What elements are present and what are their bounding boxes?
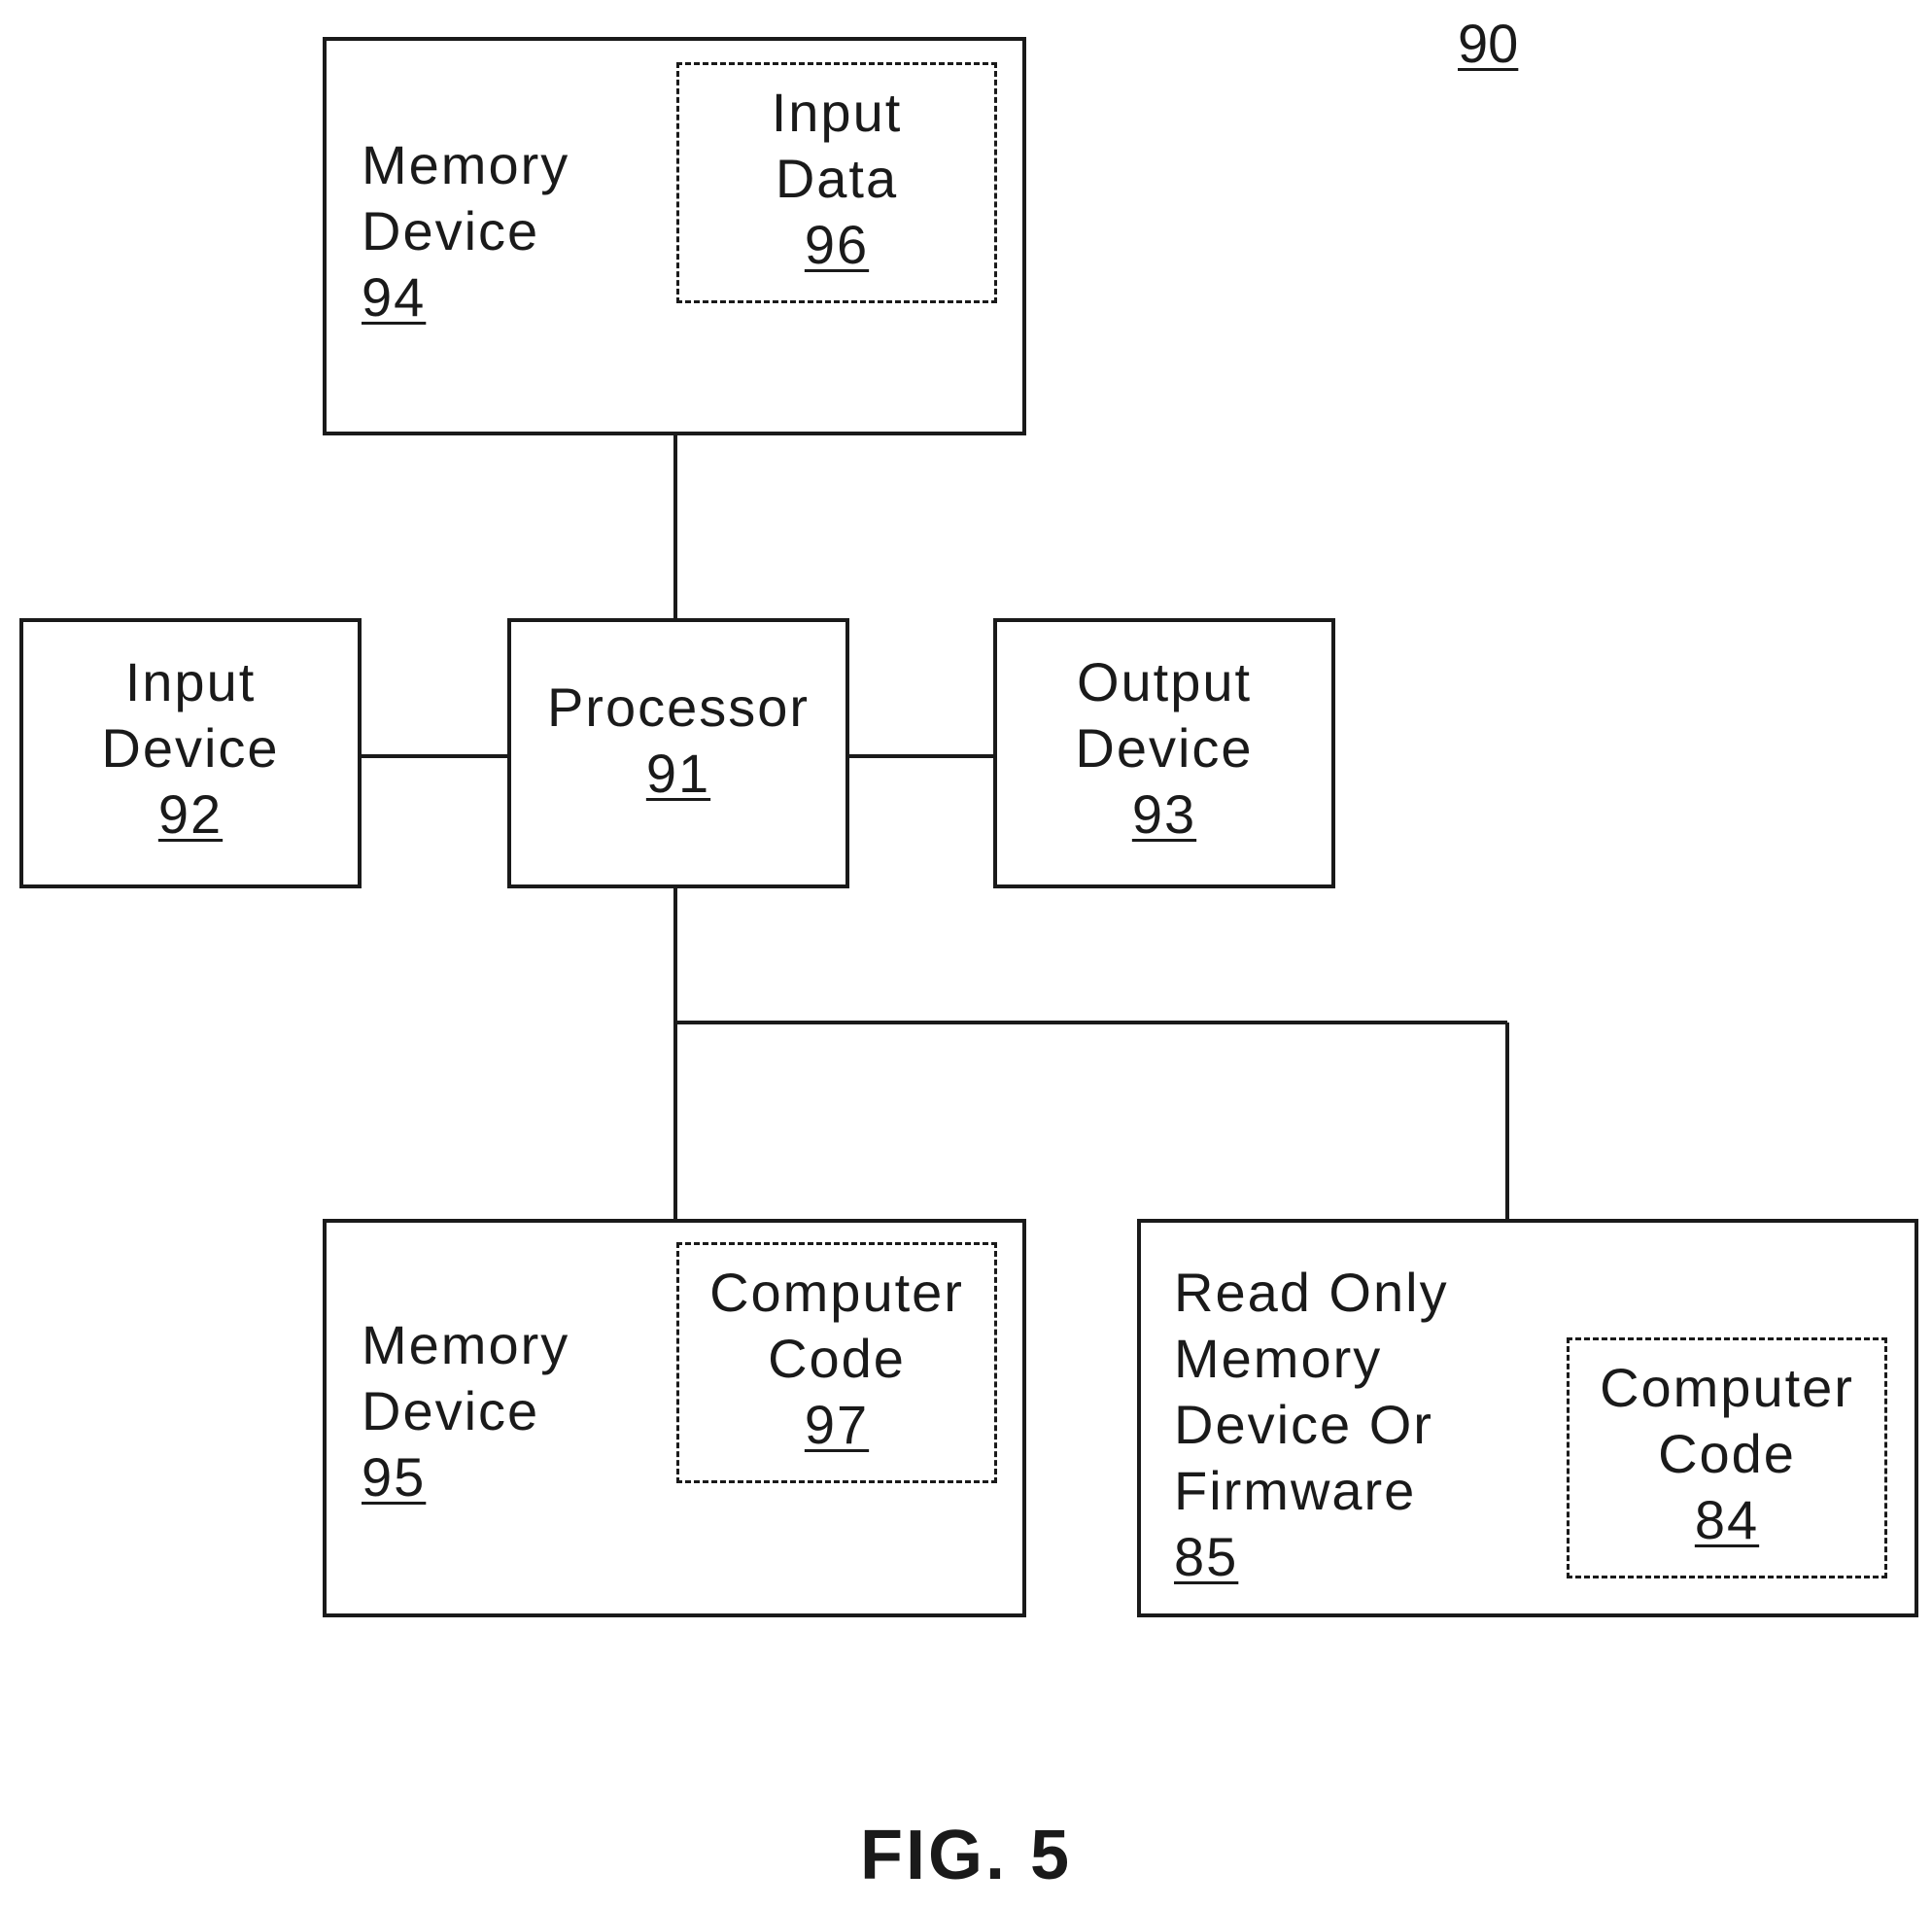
rom-firmware-85-ref: 85: [1174, 1524, 1238, 1590]
rom-firmware-85-line4: Firmware: [1174, 1458, 1449, 1524]
computer-code-84-line2: Code: [1567, 1421, 1887, 1487]
rom-firmware-85-line2: Memory: [1174, 1326, 1449, 1392]
memory-device-95-line2: Device: [362, 1378, 569, 1444]
computer-code-97-line2: Code: [676, 1326, 997, 1392]
input-data-96-line1: Input: [676, 80, 997, 146]
input-device-92-line1: Input: [19, 649, 362, 715]
processor-91-line1: Processor: [507, 675, 849, 741]
memory-device-94-label: Memory Device 94: [362, 132, 569, 330]
computer-code-97-label: Computer Code 97: [676, 1260, 997, 1458]
input-device-92-label: Input Device 92: [19, 649, 362, 848]
memory-device-94-line2: Device: [362, 198, 569, 264]
input-data-96-line2: Data: [676, 146, 997, 212]
output-device-93-label: Output Device 93: [993, 649, 1335, 848]
system-reference-number: 90: [1458, 12, 1518, 75]
memory-device-94-line1: Memory: [362, 132, 569, 198]
memory-device-95-label: Memory Device 95: [362, 1312, 569, 1510]
computer-code-84-ref: 84: [1695, 1487, 1759, 1553]
memory-device-95-line1: Memory: [362, 1312, 569, 1378]
computer-code-97-line1: Computer: [676, 1260, 997, 1326]
input-device-92-ref: 92: [158, 781, 223, 848]
rom-firmware-85-line3: Device Or: [1174, 1392, 1449, 1458]
computer-code-97-ref: 97: [805, 1392, 869, 1458]
memory-device-94-ref: 94: [362, 264, 426, 330]
input-data-96-ref: 96: [805, 212, 869, 278]
rom-firmware-85-line1: Read Only: [1174, 1260, 1449, 1326]
processor-91-ref: 91: [646, 741, 710, 807]
figure-caption: FIG. 5: [0, 1816, 1932, 1895]
output-device-93-line1: Output: [993, 649, 1335, 715]
input-device-92-line2: Device: [19, 715, 362, 781]
computer-code-84-label: Computer Code 84: [1567, 1355, 1887, 1553]
input-data-96-label: Input Data 96: [676, 80, 997, 278]
output-device-93-line2: Device: [993, 715, 1335, 781]
computer-code-84-line1: Computer: [1567, 1355, 1887, 1421]
output-device-93-ref: 93: [1132, 781, 1196, 848]
processor-91-label: Processor 91: [507, 675, 849, 807]
memory-device-95-ref: 95: [362, 1444, 426, 1510]
rom-firmware-85-label: Read Only Memory Device Or Firmware 85: [1174, 1260, 1449, 1590]
